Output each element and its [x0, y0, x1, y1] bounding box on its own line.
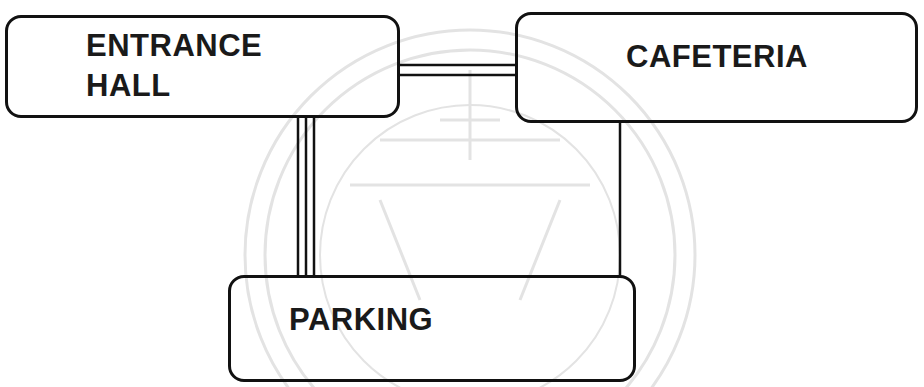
- walkway-connector: [298, 117, 314, 277]
- connector-line: [297, 117, 300, 277]
- connector-line: [619, 122, 622, 277]
- location-box: CAFETERIA: [515, 12, 918, 123]
- connector-line: [305, 117, 308, 277]
- location-label: CAFETERIA: [626, 37, 856, 77]
- location-label: ENTRANCE HALL: [86, 26, 271, 106]
- location-box: ENTRANCE HALL: [5, 15, 400, 118]
- location-label: PARKING: [289, 300, 519, 340]
- connector-line: [399, 64, 517, 67]
- location-box: PARKING: [228, 275, 636, 382]
- connector-line: [313, 117, 316, 277]
- walkway-connector: [620, 122, 621, 277]
- connector-line: [399, 74, 517, 77]
- walkway-connector: [399, 65, 517, 75]
